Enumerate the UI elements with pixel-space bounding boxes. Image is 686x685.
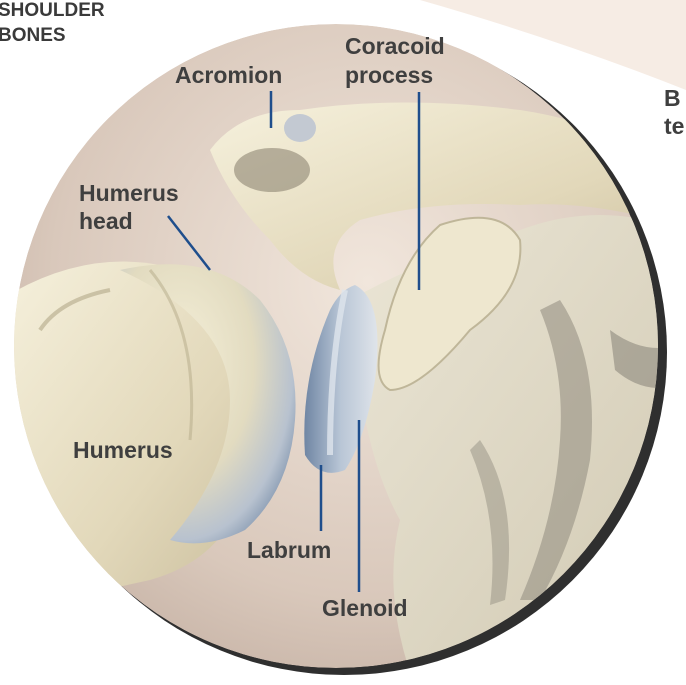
label-cut-line1: B: [664, 85, 681, 111]
label-humerus-head-line1: Humerus: [79, 180, 179, 206]
title-line-2: BONES: [0, 25, 66, 47]
label-acromion: Acromion: [175, 62, 282, 88]
title-line-1: SHOULDER: [0, 0, 105, 22]
label-cut-line2: te: [664, 113, 684, 139]
label-humerus: Humerus: [73, 437, 173, 463]
label-labrum: Labrum: [247, 537, 331, 563]
label-coracoid-line2: process: [345, 62, 433, 88]
label-coracoid-line1: Coracoid: [345, 33, 445, 59]
label-humerus-head-line2: head: [79, 208, 133, 234]
label-glenoid: Glenoid: [322, 595, 408, 621]
